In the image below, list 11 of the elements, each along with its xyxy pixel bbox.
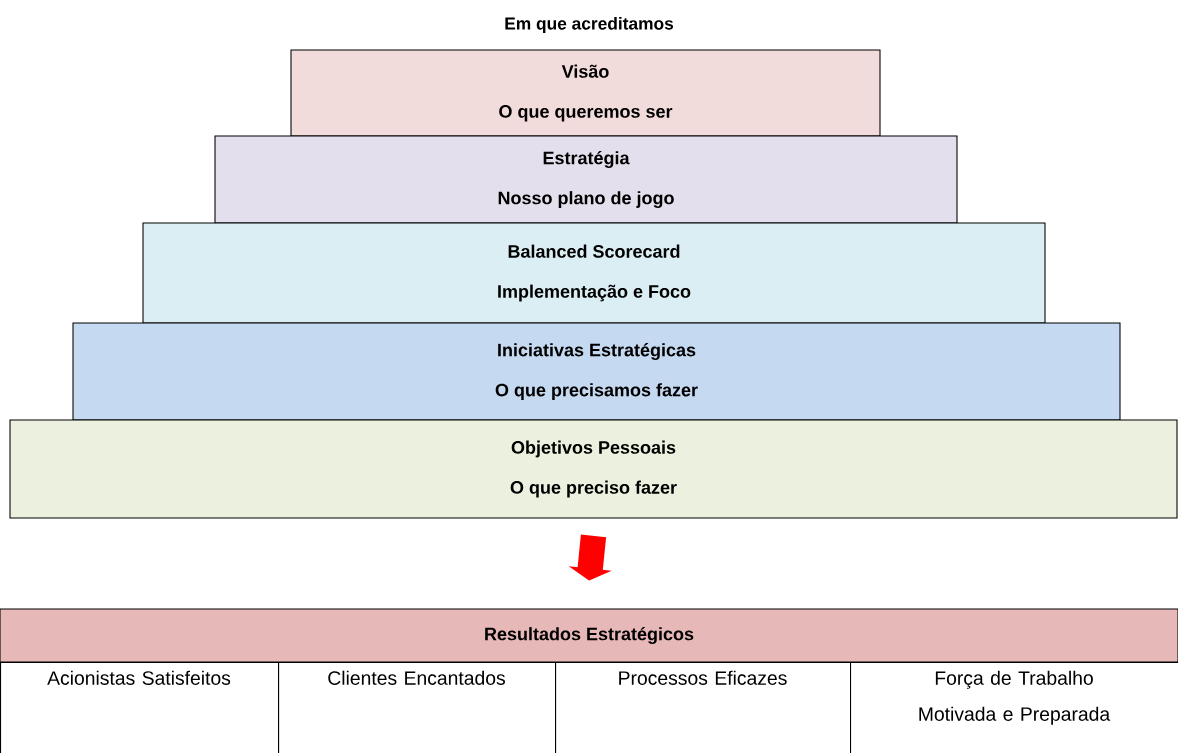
pyramid-level: Objetivos Pessoais O que preciso fazer — [9, 419, 1178, 519]
pyramid-level: Balanced Scorecard Implementação e Foco — [142, 222, 1046, 324]
table-cell: Clientes Encantados — [278, 662, 557, 753]
table-cell: Processos Eficazes — [555, 662, 852, 753]
table-cell: Acionistas Satisfeitos — [0, 662, 280, 753]
pyramid-level: Iniciativas Estratégicas O que precisamos fazer — [72, 322, 1121, 421]
title: Em que acreditamos — [505, 16, 674, 34]
table-header: Resultados Estratégicos — [0, 608, 1178, 663]
pyramid-level: Visão O que queremos ser — [290, 49, 881, 137]
table-cell: Força de Trabalho Motivada e Preparada — [850, 662, 1178, 753]
pyramid-level: Estratégia Nosso plano de jogo — [214, 135, 958, 224]
